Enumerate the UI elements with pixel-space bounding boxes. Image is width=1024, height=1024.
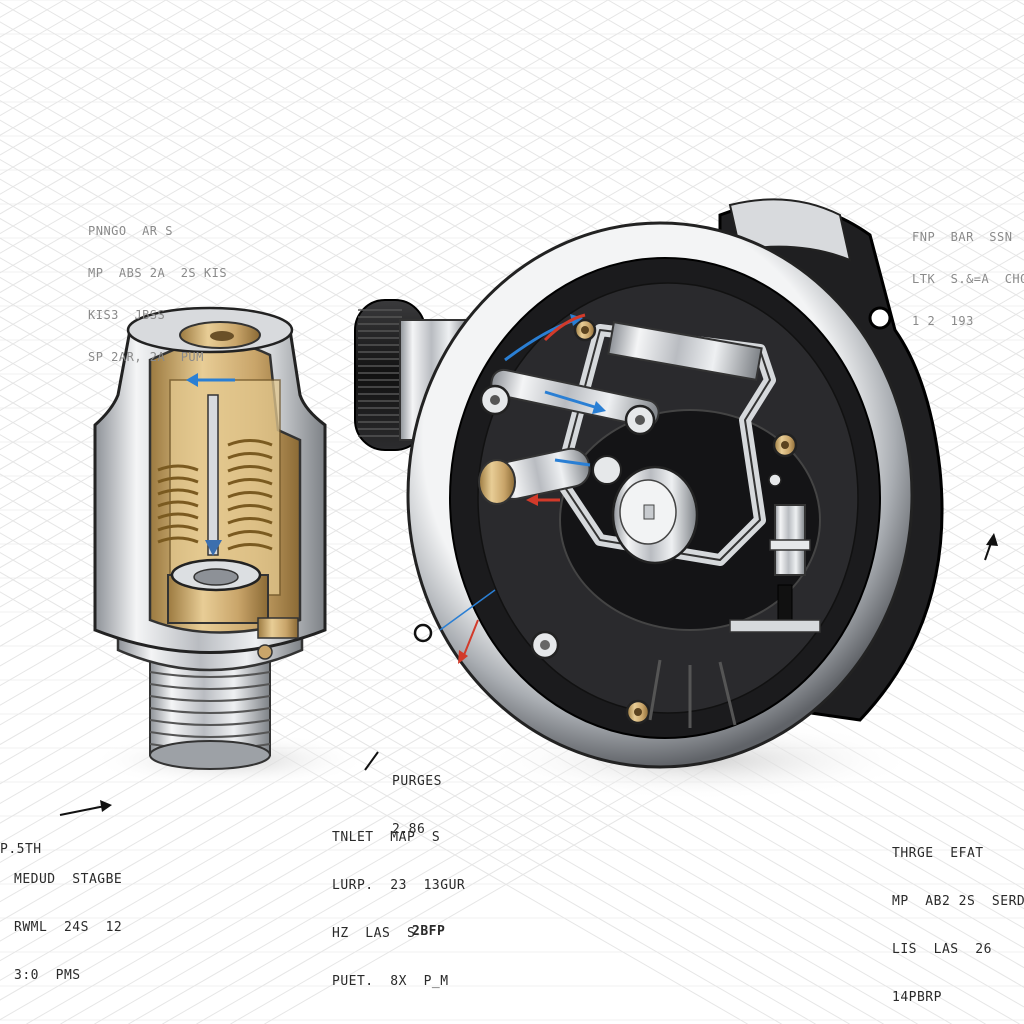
grid-line	[539, 0, 1024, 281]
grid-line	[709, 0, 1024, 183]
grid-line	[199, 0, 1024, 477]
annotation-top-left: PNNGO AR S MP ABS 2A 2S KIS KIS3 JBSS SP…	[88, 224, 228, 364]
brass-bushing-top	[573, 318, 597, 342]
right-spring	[227, 439, 273, 551]
annotation-bottom-right: THRGE EFAT MP AB2 2S SERD LIS LAS 26 14P…	[892, 846, 1024, 1005]
threaded-base	[149, 659, 271, 770]
regulator-housing	[354, 198, 944, 800]
annotation-center-bottom: 2BFP	[412, 924, 446, 939]
grid-line	[403, 0, 1024, 359]
grid-line	[63, 0, 1024, 556]
grid-line	[0, 0, 949, 549]
grid-line	[0, 591, 748, 1024]
grid-line	[60, 466, 1024, 1024]
valve-stem	[207, 394, 219, 556]
callout-arrows	[59, 533, 998, 816]
grid-line	[0, 571, 782, 1024]
flow-arrow-red-inner	[526, 313, 586, 506]
o-ring-callout	[413, 589, 496, 664]
grid-line	[0, 0, 405, 235]
grid-line	[0, 0, 711, 411]
grid-line	[267, 0, 1024, 438]
grid-line	[335, 0, 1024, 399]
grid-line	[0, 512, 884, 1024]
grid-line	[0, 493, 918, 1024]
grid-line	[675, 0, 1024, 202]
grid-line	[0, 0, 881, 510]
grid-line	[196, 545, 1024, 1024]
central-cylinder	[611, 465, 699, 565]
brass-bushing-right	[772, 432, 798, 458]
grid-line	[0, 532, 850, 1024]
valve-cartridge	[90, 306, 370, 788]
grid-line	[0, 0, 779, 451]
grid-line	[0, 0, 847, 490]
inner-piston	[478, 447, 622, 505]
annotation-top-right: FNP BAR SSN LTK S.&=A CHO 1 2 193	[912, 230, 1024, 328]
grid-line	[0, 0, 677, 392]
grid-line	[437, 0, 1024, 340]
grid-line	[0, 0, 813, 470]
grid-line	[369, 0, 1024, 379]
grid-line	[607, 0, 1024, 242]
steel-bushing-small	[768, 473, 782, 487]
grid-line	[162, 525, 1024, 1024]
left-spring	[157, 464, 199, 544]
grid-line	[0, 552, 816, 1024]
grid-line	[131, 0, 1024, 517]
grid-line	[0, 0, 609, 353]
grid-line	[0, 0, 371, 215]
side-adjuster	[729, 504, 821, 633]
grid-line	[233, 0, 1024, 458]
grid-line	[0, 0, 303, 176]
valve-seat	[167, 558, 269, 624]
grid-line	[97, 0, 1024, 536]
annotation-bottom-left: MEDUD STAGBE RWML 24S 12 3:0 PMS	[14, 872, 123, 983]
grid-line	[0, 0, 643, 372]
flow-arrow-blue	[186, 373, 235, 387]
grid-line	[0, 473, 952, 1024]
annotation-arrow-label: P.5TH	[0, 842, 42, 857]
grid-line	[471, 0, 1024, 320]
grid-line	[230, 564, 1024, 1024]
grid-line	[641, 0, 1024, 222]
grid-line	[0, 0, 915, 529]
lever-arm	[479, 368, 660, 436]
grid-line	[301, 0, 1024, 418]
grid-line	[128, 505, 1024, 1024]
grid-line	[505, 0, 1024, 300]
grid-line	[264, 584, 1024, 1024]
annotation-center-top: PURGES 2.86	[392, 774, 442, 837]
grid-line	[165, 0, 1024, 497]
grid-line	[0, 0, 439, 254]
grid-line	[94, 486, 1024, 1024]
annotation-center-mid: TNLET MAP S LURP. 23 13GUR HZ LAS S PUET…	[332, 830, 466, 989]
grid-line	[0, 0, 473, 274]
grid-line	[0, 0, 745, 431]
grid-line	[0, 0, 507, 294]
brass-bushing-bottom	[625, 699, 651, 725]
steel-bushing-left	[530, 630, 560, 660]
grid-line	[573, 0, 1024, 261]
grid-line	[0, 0, 541, 313]
housing-ribs	[648, 659, 737, 728]
grid-line	[0, 0, 575, 333]
grid-line	[0, 0, 337, 195]
